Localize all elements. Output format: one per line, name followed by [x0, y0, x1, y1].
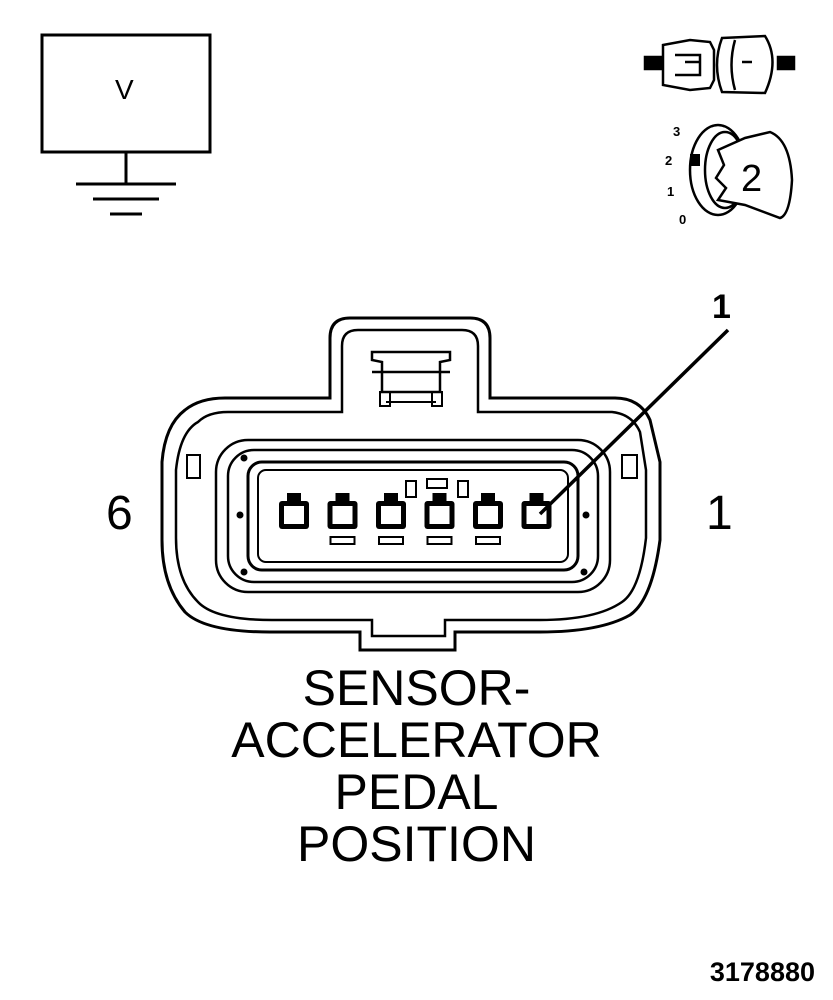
connector-body — [160, 316, 662, 652]
figure-number: 3178880 — [709, 957, 815, 987]
pin-cavity-1 — [521, 493, 552, 529]
callout-line — [538, 328, 730, 516]
connector-title: SENSOR- ACCELERATOR PEDAL POSITION — [0, 662, 833, 870]
pin-cavity-5 — [327, 493, 358, 545]
pin-cavities — [279, 493, 552, 545]
voltage-ground-symbol — [40, 33, 212, 216]
left-pin-number: 6 — [106, 487, 133, 540]
pin-cavity-6 — [279, 493, 309, 529]
right-pin-number: 1 — [706, 487, 733, 540]
title-line-2: ACCELERATOR — [231, 712, 602, 768]
ignition-scale-2: 2 — [665, 153, 673, 168]
connector-plug-icon — [643, 34, 796, 95]
title-line-1: SENSOR- — [302, 660, 531, 716]
title-line-3: PEDAL — [334, 764, 499, 820]
pin-cavity-4 — [376, 493, 406, 545]
ignition-scale-0: 0 — [679, 212, 687, 227]
ignition-key-position: 2 — [741, 158, 763, 200]
ignition-scale-3: 3 — [673, 124, 681, 139]
title-line-4: POSITION — [297, 816, 536, 872]
pin-cavity-2 — [473, 493, 503, 545]
callout-pin-label: 1 — [712, 288, 731, 326]
pin-cavity-3 — [424, 493, 455, 545]
ignition-scale-1: 1 — [667, 184, 675, 199]
voltage-symbol-label: V — [115, 74, 134, 105]
ignition-key-icon — [688, 123, 794, 220]
